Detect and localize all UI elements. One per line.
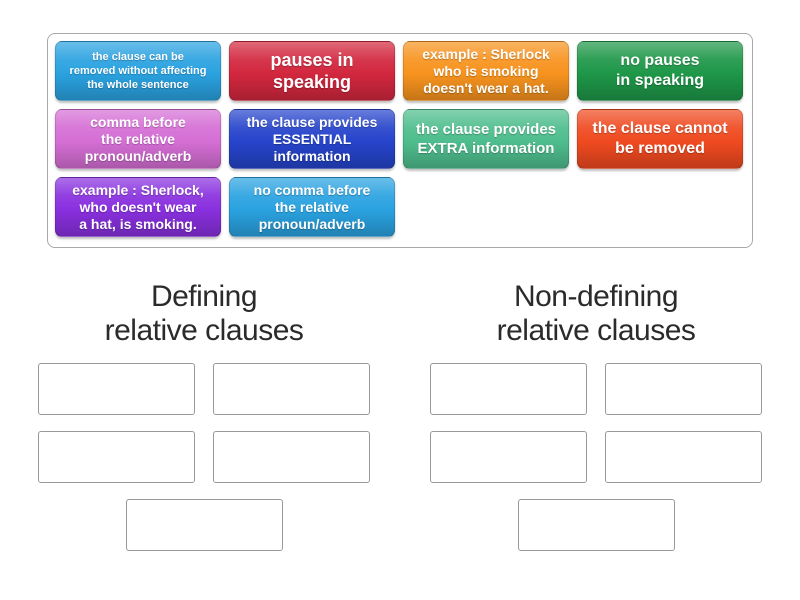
- tile-label: no comma before the relative pronoun/adv…: [253, 181, 371, 232]
- drop-slot[interactable]: [517, 499, 675, 551]
- tile-label: pauses in speaking: [270, 50, 354, 92]
- slot-row: [430, 363, 762, 415]
- group-title-defining: Defining relative clauses: [38, 280, 370, 348]
- drop-slot[interactable]: [38, 363, 195, 415]
- drop-zone-non-defining: [430, 363, 762, 551]
- tile-label: example : Sherlock, who doesn't wear a h…: [72, 181, 204, 232]
- draggable-tile-example-with-commas[interactable]: example : Sherlock, who doesn't wear a h…: [55, 177, 221, 237]
- tile-label: example : Sherlock who is smoking doesn'…: [422, 45, 550, 96]
- drop-slot[interactable]: [213, 431, 370, 483]
- tile-label: the clause cannot be removed: [592, 120, 728, 157]
- slot-row: [430, 499, 762, 551]
- tile-label: the clause provides ESSENTIAL informatio…: [246, 113, 378, 164]
- drop-slot[interactable]: [430, 363, 587, 415]
- drop-slot[interactable]: [213, 363, 370, 415]
- slot-row: [38, 499, 370, 551]
- tile-label: comma before the relative pronoun/adverb: [84, 113, 192, 164]
- group-title-line2: relative clauses: [104, 314, 304, 347]
- draggable-tile-example-no-commas[interactable]: example : Sherlock who is smoking doesn'…: [403, 41, 569, 101]
- group-title-non-defining: Non-defining relative clauses: [430, 280, 762, 348]
- drop-slot[interactable]: [605, 363, 762, 415]
- group-title-line1: Non-defining: [513, 280, 679, 313]
- slot-row: [38, 363, 370, 415]
- group-title-line1: Defining: [150, 280, 258, 313]
- draggable-tile-essential-information[interactable]: the clause provides ESSENTIAL informatio…: [229, 109, 395, 169]
- tile-label: no pauses in speaking: [615, 52, 705, 89]
- drop-slot[interactable]: [430, 431, 587, 483]
- draggable-tile-comma-before-pronoun[interactable]: comma before the relative pronoun/adverb: [55, 109, 221, 169]
- drop-slot[interactable]: [605, 431, 762, 483]
- tile-bank: the clause can be removed without affect…: [47, 33, 753, 248]
- slot-row: [38, 431, 370, 483]
- drop-slot[interactable]: [125, 499, 283, 551]
- tile-label: the clause provides EXTRA information: [415, 121, 557, 157]
- draggable-tile-extra-information[interactable]: the clause provides EXTRA information: [403, 109, 569, 169]
- slot-row: [430, 431, 762, 483]
- draggable-tile-no-comma-before-pronoun[interactable]: no comma before the relative pronoun/adv…: [229, 177, 395, 237]
- draggable-tile-pauses-in-speaking[interactable]: pauses in speaking: [229, 41, 395, 101]
- tile-label: the clause can be removed without affect…: [69, 51, 207, 91]
- draggable-tile-clause-can-be-removed[interactable]: the clause can be removed without affect…: [55, 41, 221, 101]
- drop-slot[interactable]: [38, 431, 195, 483]
- draggable-tile-clause-cannot-be-removed[interactable]: the clause cannot be removed: [577, 109, 743, 169]
- draggable-tile-no-pauses-in-speaking[interactable]: no pauses in speaking: [577, 41, 743, 101]
- drop-zone-defining: [38, 363, 370, 551]
- group-title-line2: relative clauses: [496, 314, 696, 347]
